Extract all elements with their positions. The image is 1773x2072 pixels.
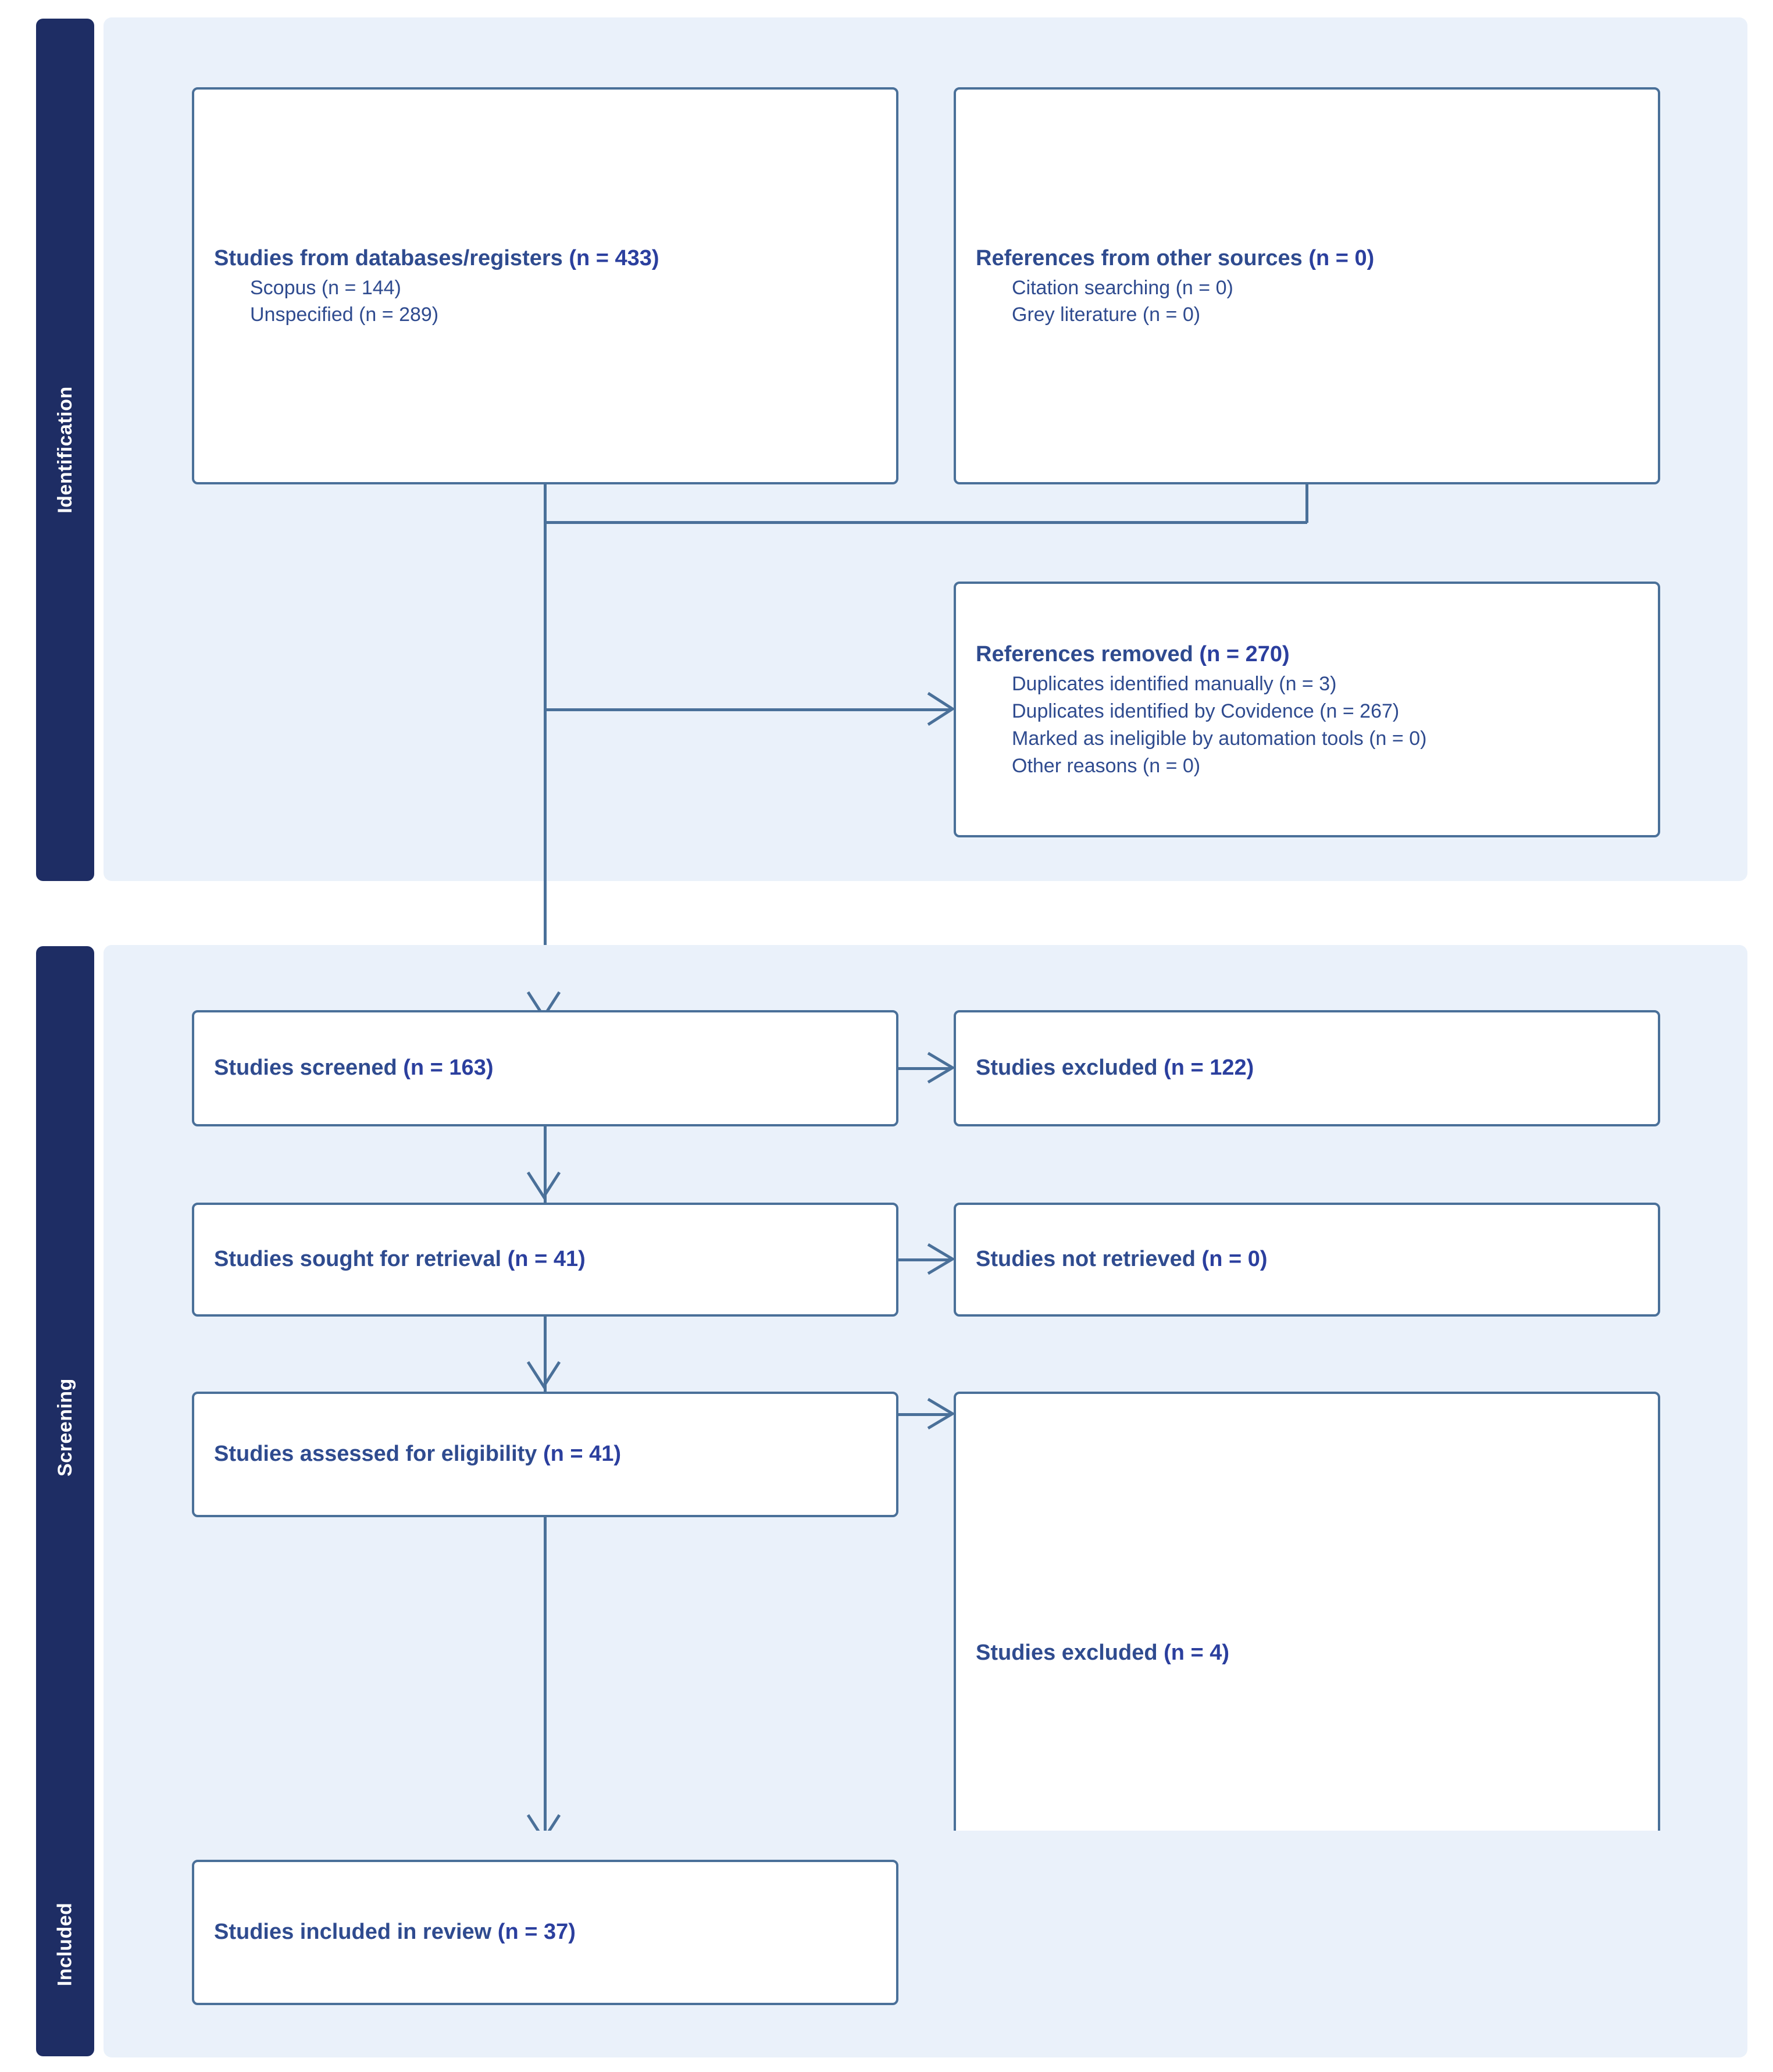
arrowhead-to-studies-sought (526, 1171, 561, 1200)
box-removed-subline-1: Duplicates identified by Covidence (n = … (1012, 700, 1400, 723)
arrowhead-to-references-removed (927, 691, 955, 726)
box-removed-subline-2: Marked as ineligible by automation tools… (1012, 727, 1427, 750)
box-screened-headline: Studies screened (n = 163) (214, 1055, 494, 1080)
box-sought-headline: Studies sought for retrieval (n = 41) (214, 1247, 586, 1272)
box-other-sources-subline-1: Grey literature (n = 0) (1012, 304, 1201, 326)
connector-assessed-to-excluded (898, 1413, 951, 1416)
box-screened-excluded-headline: Studies excluded (n = 122) (976, 1055, 1254, 1080)
arrowhead-assessed-to-excluded (927, 1397, 955, 1430)
section-label-identification: Identification (53, 386, 76, 513)
connector-to-references-removed (544, 708, 951, 711)
connector-sought-to-not-retrieved (898, 1258, 951, 1261)
box-studies-assessed-eligibility: Studies assessed for eligibility (n = 41… (192, 1392, 898, 1517)
box-removed-headline: References removed (n = 270) (976, 642, 1290, 667)
box-removed-subline-3: Other reasons (n = 0) (1012, 754, 1201, 777)
connector-merge-bar (544, 521, 1307, 524)
connector-screened-down (544, 1126, 547, 1203)
box-other-sources: References from other sources (n = 0) Ci… (954, 87, 1660, 484)
box-databases-registers: Studies from databases/registers (n = 43… (192, 87, 898, 484)
box-references-removed: References removed (n = 270) Duplicates … (954, 582, 1660, 837)
connector-screened-to-excluded (898, 1067, 951, 1070)
box-databases-subline-1: Unspecified (n = 289) (250, 304, 439, 326)
box-other-sources-subline-0: Citation searching (n = 0) (1012, 276, 1233, 299)
arrowhead-screened-to-excluded (927, 1051, 955, 1084)
box-removed-subline-0: Duplicates identified manually (n = 3) (1012, 673, 1337, 696)
connector-other-sources-down (1305, 484, 1308, 523)
box-assessed-excluded-headline: Studies excluded (n = 4) (976, 1641, 1230, 1666)
section-tab-included: Included (36, 1832, 94, 2056)
box-other-sources-headline: References from other sources (n = 0) (976, 245, 1375, 270)
arrowhead-to-studies-assessed (526, 1361, 561, 1389)
box-studies-screened: Studies screened (n = 163) (192, 1010, 898, 1126)
arrowhead-sought-to-not-retrieved (927, 1243, 955, 1275)
section-tab-screening: Screening (36, 946, 94, 1909)
connector-databases-down (544, 484, 547, 1066)
box-studies-sought-for-retrieval: Studies sought for retrieval (n = 41) (192, 1203, 898, 1317)
box-studies-not-retrieved: Studies not retrieved (n = 0) (954, 1203, 1660, 1317)
box-included-headline: Studies included in review (n = 37) (214, 1920, 576, 1945)
section-tab-identification: Identification (36, 19, 94, 881)
box-databases-subline-0: Scopus (n = 144) (250, 276, 401, 299)
section-label-screening: Screening (53, 1378, 76, 1477)
box-studies-included-review: Studies included in review (n = 37) (192, 1860, 898, 2005)
section-label-included: Included (53, 1902, 76, 1986)
connector-sought-down (544, 1317, 547, 1392)
box-assessed-headline: Studies assessed for eligibility (n = 41… (214, 1442, 622, 1467)
box-studies-excluded-screening: Studies excluded (n = 122) (954, 1010, 1660, 1126)
box-databases-headline: Studies from databases/registers (n = 43… (214, 245, 659, 270)
box-not-retrieved-headline: Studies not retrieved (n = 0) (976, 1247, 1268, 1272)
connector-assessed-down (544, 1517, 547, 1845)
